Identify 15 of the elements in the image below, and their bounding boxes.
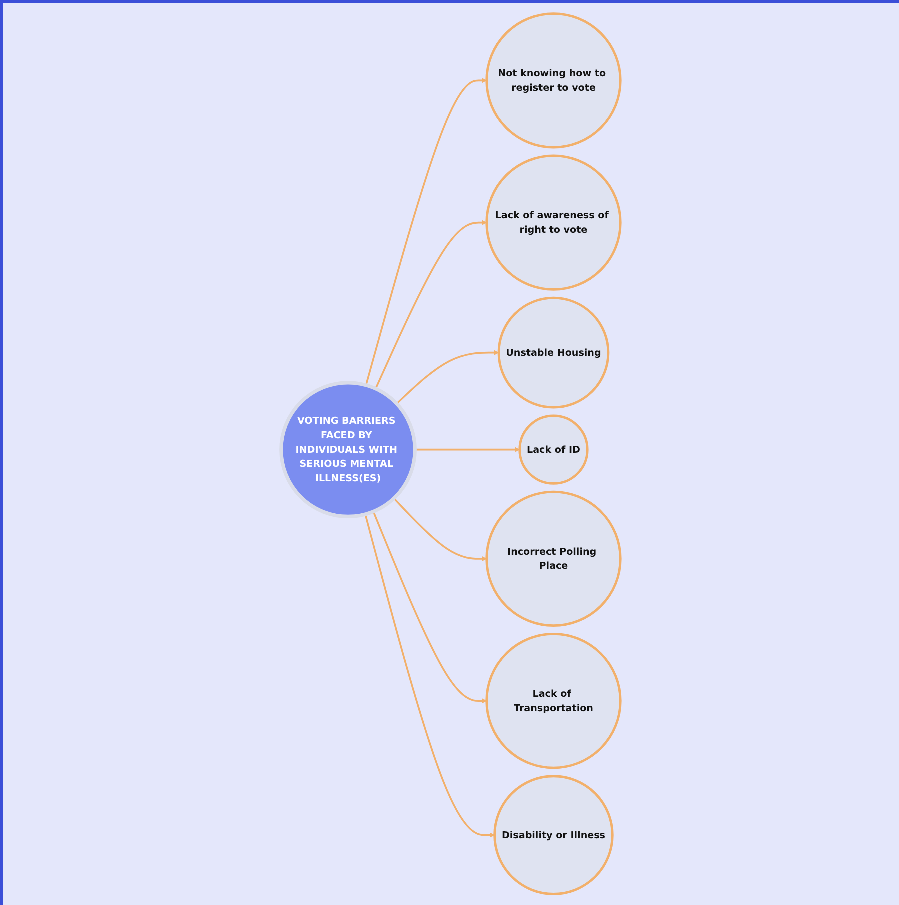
node-circle: VOTING BARRIERS FACED BY INDIVIDUALS WITH SERIOUS MENTAL ILLNESS(ES) (280, 381, 417, 519)
arrow (365, 78, 488, 386)
arrow (393, 498, 488, 562)
arrow (375, 220, 488, 390)
arrow (364, 514, 496, 838)
node-circle: Lack of ID (518, 414, 589, 485)
node-circle: Disability or Illness (494, 775, 614, 896)
arrow (415, 447, 520, 452)
node-circle: Not knowing how to register to vote (486, 12, 622, 149)
node-circle: Lack of awareness of right to vote (486, 154, 622, 291)
node-circle: Unstable Housing (498, 296, 610, 409)
node-circle: Lack of Transportation (486, 633, 622, 770)
node-circle: Incorrect Polling Place (486, 490, 622, 628)
arrow (372, 511, 488, 704)
arrow (396, 350, 500, 405)
